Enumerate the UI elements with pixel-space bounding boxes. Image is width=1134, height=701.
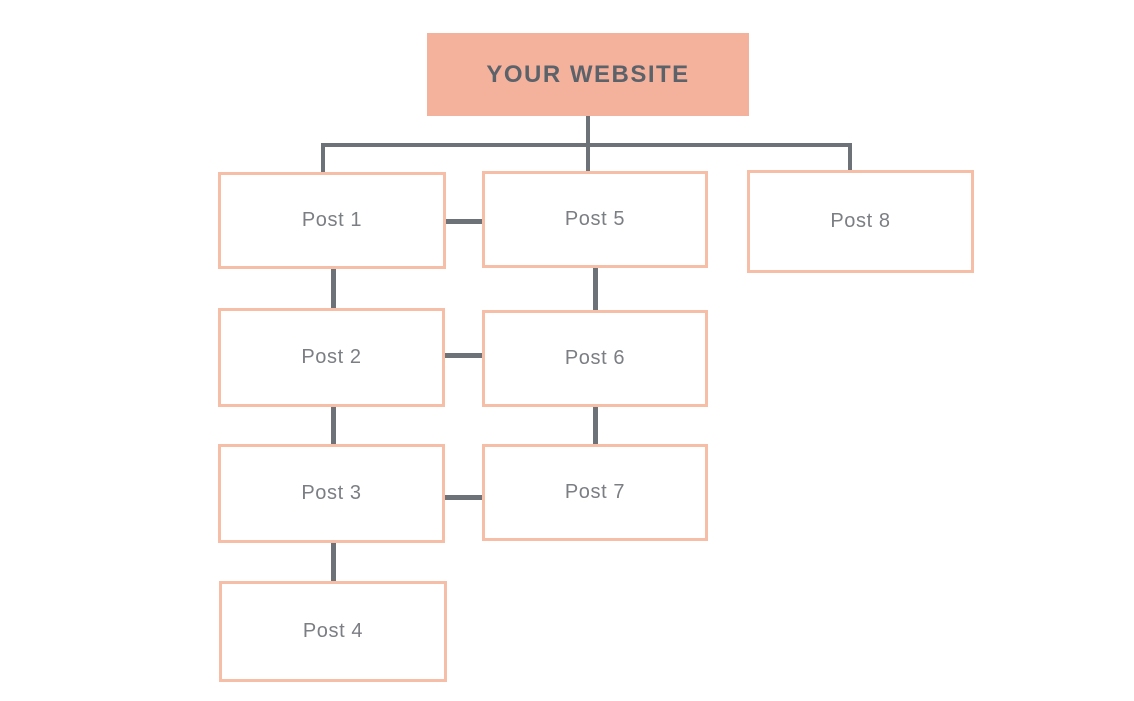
node-post-7-label: Post 7 (564, 481, 626, 503)
node-post-2: Post 2 (218, 308, 445, 407)
node-post-2-label: Post 2 (301, 346, 362, 368)
node-post-4-label: Post 4 (302, 620, 364, 642)
node-post-5-label: Post 5 (564, 208, 626, 230)
node-post-1-label: Post 1 (301, 209, 363, 231)
connector-branch-drop-left (321, 143, 325, 173)
node-post-3-label: Post 3 (301, 482, 362, 504)
connector-branch (321, 143, 852, 147)
node-post-8: Post 8 (747, 170, 974, 273)
node-post-6-label: Post 6 (564, 347, 626, 369)
connector-post3-post7 (444, 495, 484, 500)
connector-post5-post6 (593, 266, 598, 312)
connector-post2-post6 (444, 353, 484, 358)
node-your-website: YOUR WEBSITE (427, 33, 749, 116)
connector-post6-post7 (593, 405, 598, 446)
node-your-website-label: YOUR WEBSITE (486, 60, 690, 88)
node-post-7: Post 7 (482, 444, 708, 541)
connector-branch-drop-right (848, 143, 852, 171)
connector-post1-post5 (444, 219, 484, 224)
connector-post2-post3 (331, 405, 336, 446)
connector-post1-post2 (331, 268, 336, 310)
node-post-4: Post 4 (219, 581, 447, 682)
node-post-3: Post 3 (218, 444, 445, 543)
node-post-1: Post 1 (218, 172, 446, 269)
node-post-6: Post 6 (482, 310, 708, 407)
node-post-8-label: Post 8 (830, 210, 891, 232)
node-post-5: Post 5 (482, 171, 708, 268)
connector-post3-post4 (331, 541, 336, 583)
